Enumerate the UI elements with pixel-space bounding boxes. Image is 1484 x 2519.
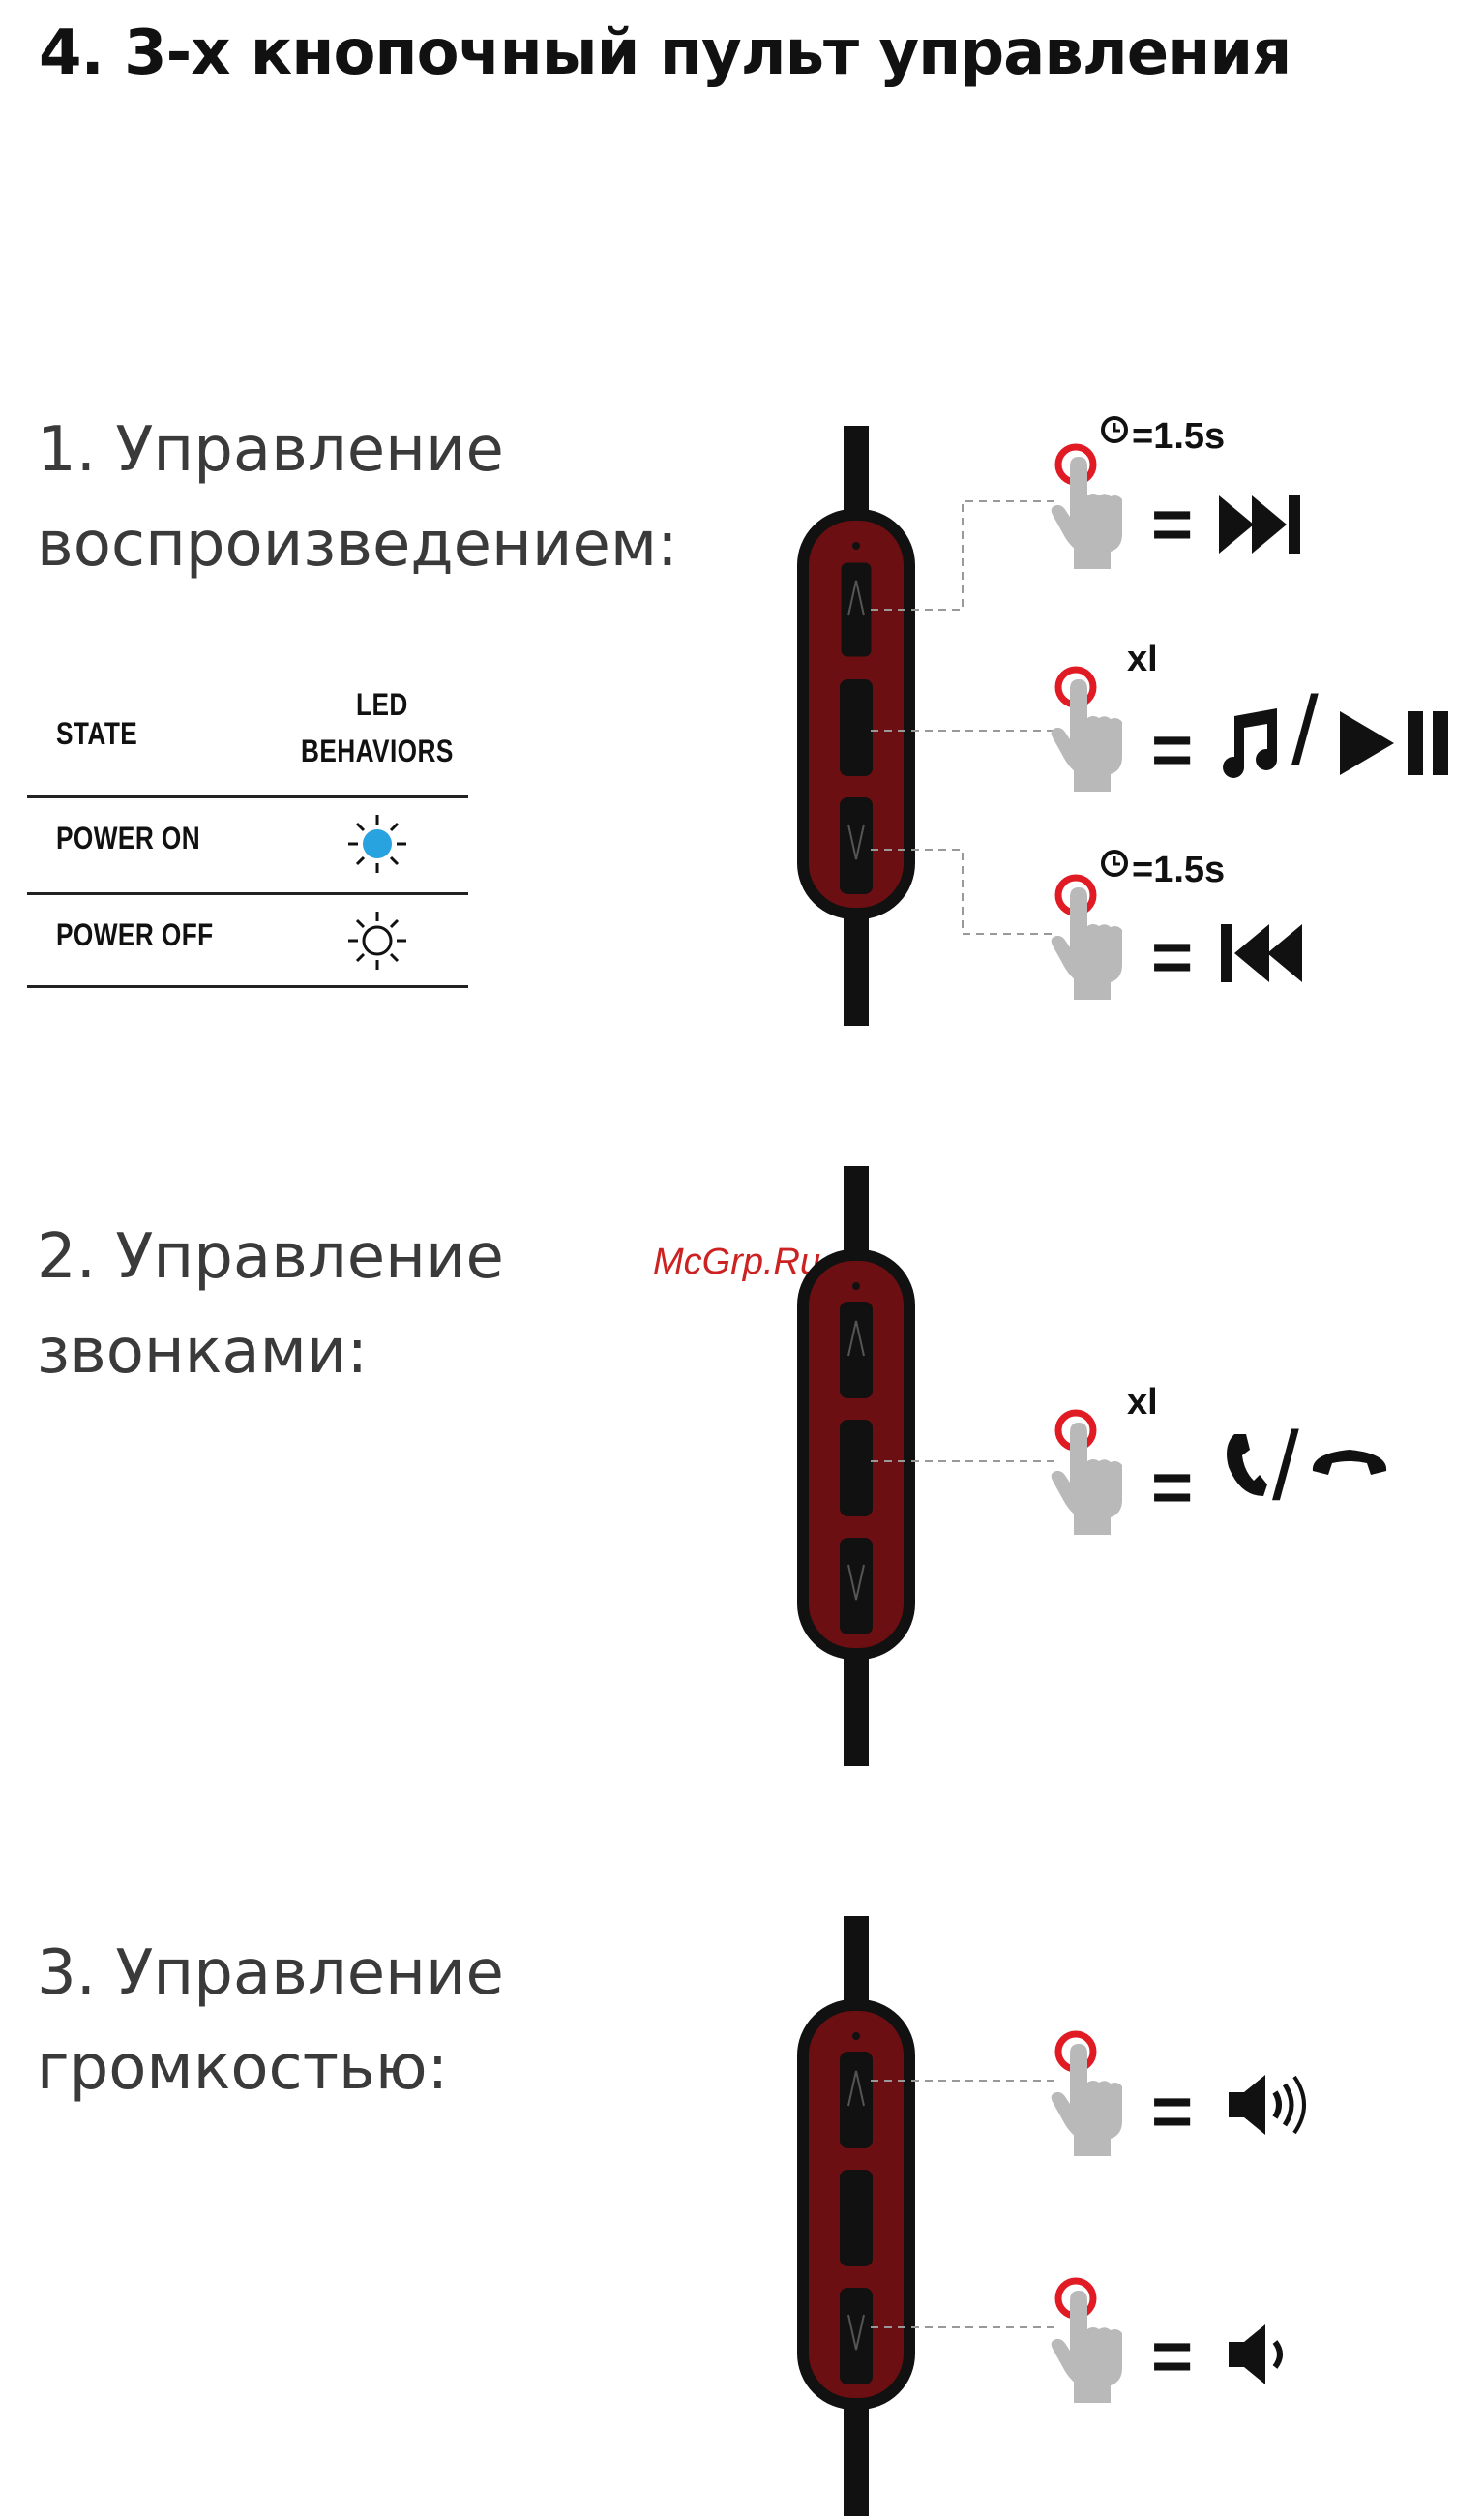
tap-hand-icon bbox=[1054, 2279, 1142, 2414]
previous-track-icon bbox=[1221, 924, 1327, 982]
or-slash: / bbox=[1272, 1418, 1299, 1514]
equals-sign: = bbox=[1151, 714, 1193, 786]
equals-sign: = bbox=[1151, 489, 1193, 560]
hold-duration-label: =1.5s bbox=[1132, 850, 1225, 891]
tap-hand-icon bbox=[1054, 668, 1142, 803]
page-title: 4. 3-х кнопочный пульт управления bbox=[39, 17, 1291, 89]
phone-hangup-icon bbox=[1311, 1442, 1388, 1481]
section-3-title: 3. Управление громкостью: bbox=[37, 1926, 504, 2115]
section-3-line-2: громкостью: bbox=[37, 2021, 504, 2115]
volume-up-icon bbox=[1229, 2071, 1325, 2139]
table-header-led: LED bbox=[356, 687, 408, 723]
section-1-line-2: воспроизведением: bbox=[37, 497, 678, 592]
clock-icon bbox=[1101, 416, 1130, 445]
section-3-line-1: 3. Управление bbox=[37, 1926, 504, 2021]
equals-sign: = bbox=[1151, 921, 1193, 993]
sun-outline-icon bbox=[346, 910, 408, 972]
sun-filled-blue-icon bbox=[346, 813, 408, 875]
tap-hand-icon bbox=[1054, 2032, 1142, 2168]
clock-icon bbox=[1101, 850, 1130, 879]
tap-hand-icon bbox=[1054, 1411, 1142, 1546]
next-track-icon bbox=[1219, 495, 1325, 554]
section-2-line-2: звонками: bbox=[37, 1304, 504, 1399]
table-row-state: POWER OFF bbox=[56, 917, 214, 953]
connector-lines bbox=[861, 1452, 1083, 1471]
volume-down-icon bbox=[1229, 2323, 1296, 2390]
table-divider bbox=[27, 892, 468, 895]
or-slash: / bbox=[1291, 682, 1319, 779]
equals-sign: = bbox=[1151, 2321, 1193, 2392]
table-header-state: STATE bbox=[56, 716, 137, 752]
tap-hand-icon bbox=[1054, 445, 1142, 581]
section-2-title: 2. Управление звонками: bbox=[37, 1210, 504, 1399]
hold-duration-label: =1.5s bbox=[1132, 416, 1225, 458]
connector-lines bbox=[861, 2071, 1083, 2352]
section-1-title: 1. Управление воспроизведением: bbox=[37, 403, 678, 592]
music-note-icon bbox=[1217, 708, 1285, 778]
table-row-state: POWER ON bbox=[56, 821, 200, 856]
phone-answer-icon bbox=[1221, 1432, 1269, 1500]
table-divider bbox=[27, 985, 468, 988]
section-1-line-1: 1. Управление bbox=[37, 403, 678, 497]
connector-lines bbox=[861, 484, 1083, 968]
section-2-line-1: 2. Управление bbox=[37, 1210, 504, 1304]
volume-down-button[interactable] bbox=[840, 1538, 873, 1634]
play-pause-icon bbox=[1340, 711, 1456, 775]
equals-sign: = bbox=[1151, 1452, 1193, 1523]
tap-hand-icon bbox=[1054, 876, 1142, 1011]
table-divider bbox=[27, 795, 468, 798]
equals-sign: = bbox=[1151, 2076, 1193, 2147]
volume-up-button[interactable] bbox=[840, 1302, 873, 1398]
table-header-behaviors: BEHAVIORS bbox=[301, 734, 454, 769]
